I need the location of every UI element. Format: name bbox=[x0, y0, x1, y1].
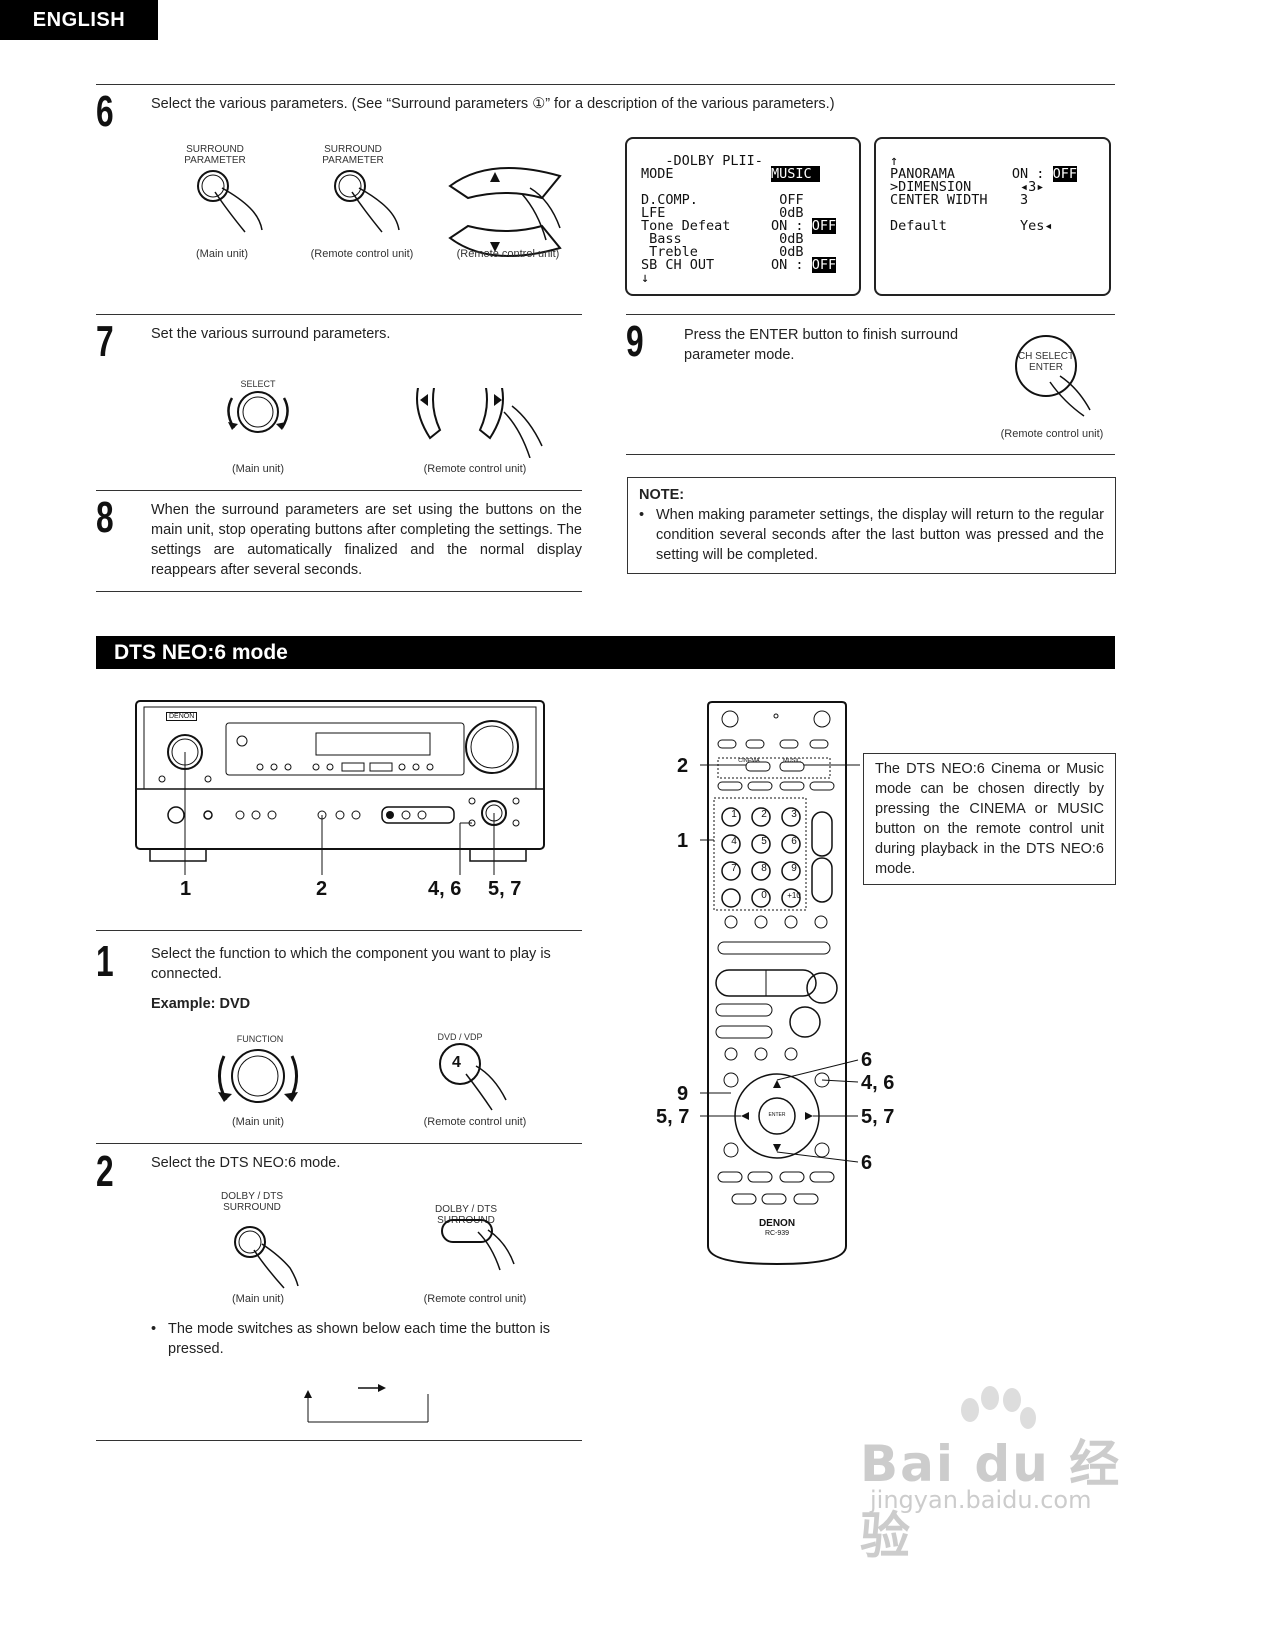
step-number: 9 bbox=[626, 317, 644, 366]
divider bbox=[626, 314, 1115, 315]
callout: 1 bbox=[180, 878, 192, 900]
step-number: 6 bbox=[96, 87, 114, 136]
language-tab: ENGLISH bbox=[0, 0, 158, 40]
remote-control-illustration bbox=[700, 701, 860, 1266]
step-1-text: Select the function to which the compone… bbox=[151, 946, 551, 982]
divider bbox=[626, 454, 1115, 455]
callout: 6 bbox=[861, 1049, 873, 1071]
caption: (Remote control unit) bbox=[423, 1116, 527, 1128]
callout: 5, 7 bbox=[861, 1106, 895, 1128]
hand-press-icon bbox=[197, 167, 562, 257]
step-number: 7 bbox=[96, 317, 114, 366]
caption: (Main unit) bbox=[232, 1116, 284, 1128]
step-number: 1 bbox=[96, 937, 114, 986]
callout: 4, 6 bbox=[428, 878, 462, 900]
info-box: The DTS NEO:6 Cinema or Music mode can b… bbox=[863, 753, 1116, 885]
surround-button-illustration bbox=[234, 1219, 515, 1289]
paw-logo-icon bbox=[961, 1386, 1036, 1429]
bullet: • bbox=[151, 1321, 157, 1337]
brand-logo: DENON bbox=[166, 712, 198, 721]
callout: 6 bbox=[861, 1152, 873, 1174]
info-text: The DTS NEO:6 Cinema or Music mode can b… bbox=[875, 761, 1104, 877]
divider bbox=[96, 84, 1115, 85]
receiver-front-panel-illustration bbox=[135, 700, 545, 875]
caption: (Main unit) bbox=[232, 463, 284, 475]
step-number: 2 bbox=[96, 1147, 114, 1196]
caption: (Remote control unit) bbox=[423, 463, 527, 475]
remote-model: RC-939 bbox=[764, 1230, 790, 1237]
caption: (Remote control unit) bbox=[1000, 428, 1104, 440]
step-6-text: Select the various parameters. (See “Sur… bbox=[151, 96, 835, 112]
callout: 1 bbox=[677, 830, 689, 852]
callout: 9 bbox=[677, 1083, 689, 1105]
cinema-button-label: CINEMA bbox=[738, 758, 760, 764]
mode-cycle-diagram bbox=[304, 1384, 429, 1423]
divider bbox=[96, 314, 582, 315]
step-2-note: The mode switches as shown below each ti… bbox=[168, 1321, 551, 1357]
number-keypad: 1 2 3 4 5 6 7 8 9 0 +10 bbox=[731, 809, 801, 901]
section-title: DTS NEO:6 mode bbox=[96, 636, 1115, 669]
music-button-label: MUSIC bbox=[783, 758, 801, 764]
callout: 4, 6 bbox=[861, 1072, 895, 1094]
step-number: 8 bbox=[96, 493, 114, 542]
caption: (Main unit) bbox=[232, 1293, 284, 1305]
knob-label: SELECT bbox=[240, 379, 276, 389]
caption: (Remote control unit) bbox=[310, 248, 414, 260]
caption: (Main unit) bbox=[196, 248, 248, 260]
note-box: NOTE: • When making parameter settings, … bbox=[627, 477, 1116, 574]
watermark: Bai du 经验 jingyan.baidu.com bbox=[860, 1386, 1150, 1565]
callout: 2 bbox=[677, 755, 689, 777]
remote-brand: DENON bbox=[758, 1218, 796, 1229]
divider bbox=[96, 1143, 582, 1144]
divider bbox=[96, 591, 582, 592]
enter-button-illustration bbox=[1015, 335, 1091, 417]
display-screen-panorama: ↑ PANORAMA ON : OFF >DIMENSION ◂3▸ CENTE… bbox=[874, 137, 1111, 296]
caption: (Remote control unit) bbox=[456, 248, 560, 260]
step-2-text: Select the DTS NEO:6 mode. bbox=[151, 1155, 341, 1171]
step-9-text: Press the ENTER button to finish surroun… bbox=[684, 327, 959, 363]
divider bbox=[96, 1440, 582, 1441]
select-knob-and-arrows-illustration bbox=[227, 388, 543, 458]
step-8-text: When the surround parameters are set usi… bbox=[151, 502, 582, 578]
callout: 2 bbox=[316, 878, 328, 900]
divider bbox=[96, 930, 582, 931]
step-7-text: Set the various surround parameters. bbox=[151, 326, 391, 342]
note-title: NOTE: bbox=[639, 487, 685, 503]
button-number: 4 bbox=[452, 1054, 461, 1071]
example-label: Example: DVD bbox=[151, 996, 251, 1012]
caption: (Remote control unit) bbox=[423, 1293, 527, 1305]
enter-button-label: ENTER bbox=[768, 1112, 786, 1118]
callout: 5, 7 bbox=[488, 878, 522, 900]
divider bbox=[96, 490, 582, 491]
bullet: • bbox=[639, 507, 645, 523]
callout: 5, 7 bbox=[656, 1106, 690, 1128]
display-screen-dolby-pl2: -DOLBY PLII- MODE MUSIC D.COMP. OFF LFE … bbox=[625, 137, 861, 296]
note-text: When making parameter settings, the disp… bbox=[656, 507, 1104, 563]
knob-label: FUNCTION bbox=[236, 1034, 284, 1044]
button-label: DVD / VDP bbox=[437, 1032, 483, 1042]
function-knob-and-button-illustration bbox=[218, 1043, 507, 1111]
